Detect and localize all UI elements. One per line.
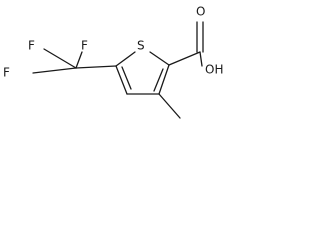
bond-c3-methyl [158, 93, 181, 119]
atom-fluorine-lower: F [3, 66, 10, 80]
structure-canvas: S OH O F F F [0, 0, 238, 140]
atom-fluorine-upper-left: F [28, 39, 35, 53]
molecule-drawing: S OH O F F F [3, 5, 223, 119]
atom-carbonyl-oxygen: O [196, 5, 205, 19]
bond-cf3-f-upper-right [75, 51, 83, 69]
bond-s-c5 [115, 51, 136, 67]
atom-sulfur: S [137, 39, 145, 53]
bond-cf3-f-lower [32, 67, 77, 74]
bond-carboxyl-oh [199, 51, 203, 67]
bond-c4-c5-inner [121, 66, 132, 90]
bond-s-c2 [149, 51, 170, 66]
bond-c5-cf3 [75, 65, 117, 69]
atom-fluorine-upper-right: F [81, 39, 88, 53]
bond-c2-carboxyl [168, 51, 201, 66]
bond-cf3-f-upper-left [43, 48, 77, 69]
bond-c2-c3-inner [153, 68, 164, 92]
bond-c4-c5 [115, 65, 128, 95]
bond-c2-c3 [158, 64, 170, 95]
atom-hydroxyl: OH [205, 63, 223, 77]
